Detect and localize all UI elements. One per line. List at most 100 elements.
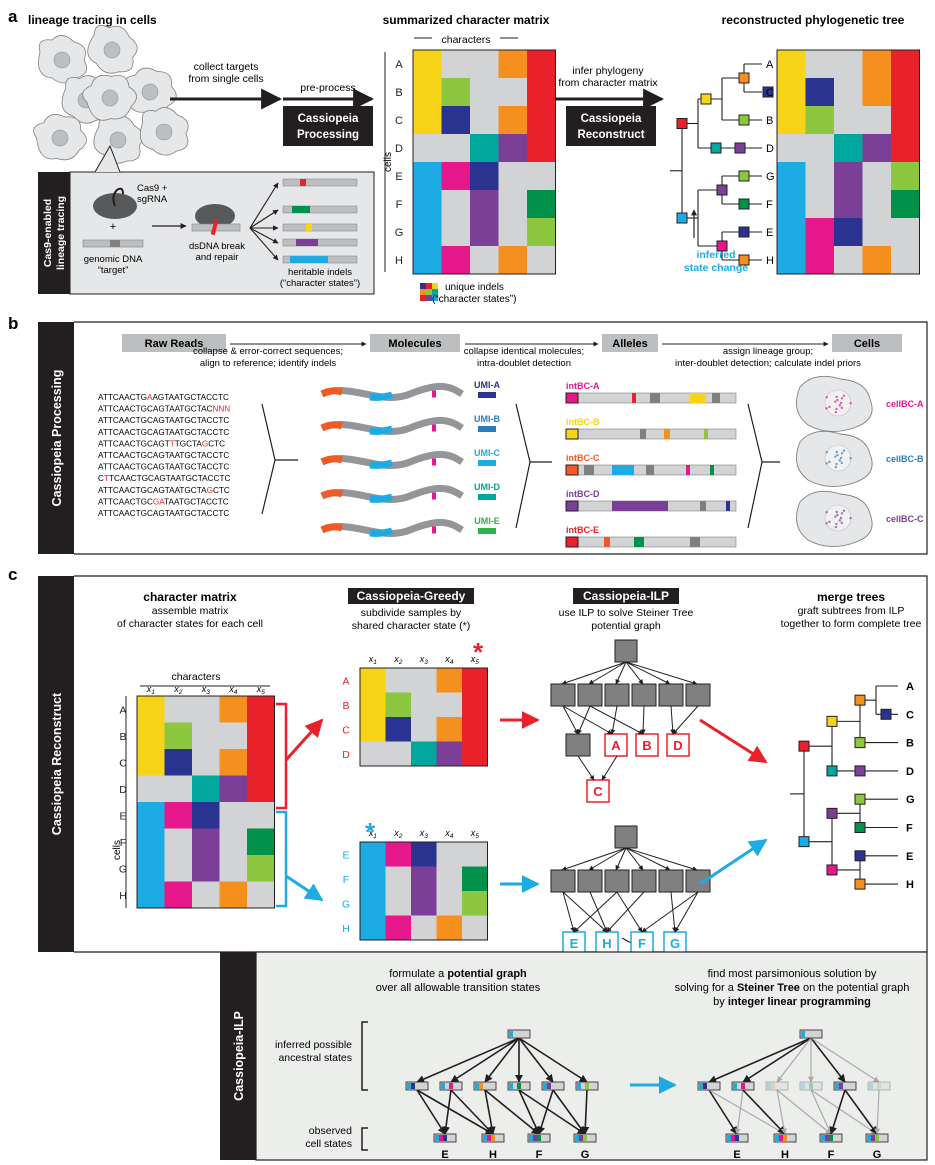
pre-process-label: pre-process xyxy=(300,82,355,94)
allele-barcode xyxy=(565,536,579,548)
intbc-label: intBC-E xyxy=(566,525,599,535)
a-matrix2-cell xyxy=(862,218,892,247)
greedy-top-row-label: D xyxy=(342,749,350,761)
a-matrix2-cell xyxy=(777,134,806,163)
cell-dot xyxy=(840,452,844,455)
read-segment: T xyxy=(104,474,109,483)
c-matrix-cell xyxy=(219,775,248,803)
greedy-top-row-label: A xyxy=(342,675,349,687)
intbc-label: intBC-D xyxy=(566,489,600,499)
read-segment: ATTCAACTGCAGTAATGCTA xyxy=(98,486,207,495)
c-col-label: x3 xyxy=(201,684,211,696)
legend-swatch xyxy=(420,289,426,295)
ilp-node xyxy=(614,639,638,663)
ilp-ancestral xyxy=(541,1081,565,1091)
greedy-bottom-cell xyxy=(411,842,437,867)
cell-nucleus xyxy=(101,89,119,107)
heritable-label-2: (“character states”) xyxy=(280,278,360,289)
greedy-top-cell xyxy=(436,668,463,693)
ilp-observed-seg xyxy=(829,1135,833,1141)
ilp-observed-seg xyxy=(875,1135,879,1141)
inferred-label-1: inferred xyxy=(696,249,735,261)
ilp-ancestral-body xyxy=(473,1081,497,1091)
infer-label-1: infer phylogeny xyxy=(572,65,644,77)
indel-target xyxy=(282,205,358,214)
molecule xyxy=(320,485,464,503)
a-matrix-cell xyxy=(413,134,442,163)
ilp-inset-edge xyxy=(810,1037,846,1083)
read-segment: ATTCAACTG xyxy=(98,393,147,402)
cellbc-label: cellBC-B xyxy=(886,454,924,464)
ilp-observed-seg xyxy=(727,1135,731,1141)
ilp-observed xyxy=(725,1133,749,1143)
ilp-inset-edge xyxy=(776,1089,832,1135)
ilp-root xyxy=(507,1029,531,1039)
merged-node xyxy=(854,878,866,890)
cell-dot xyxy=(839,401,843,405)
umi-bar xyxy=(478,392,496,398)
greedy-bottom-cell xyxy=(462,915,488,941)
greedy-top-cell xyxy=(436,692,463,718)
ilp-observed xyxy=(433,1133,457,1143)
ilp-node xyxy=(631,869,657,893)
a-matrix2-cell xyxy=(834,50,863,79)
c-matrix-cell xyxy=(219,722,248,750)
a-matrix2-cell xyxy=(862,162,892,191)
cell-dot xyxy=(825,407,828,410)
read-segment: G xyxy=(202,439,208,448)
greedy-col-label: x1 xyxy=(368,828,378,840)
molecule-indel xyxy=(369,425,393,435)
greedy-top-cell xyxy=(462,717,488,742)
greedy-bottom-row-label: G xyxy=(342,898,350,910)
genomic-dna-label: genomic DNA xyxy=(84,254,143,265)
read-segment: CTC xyxy=(213,486,230,495)
c-matrix-cell xyxy=(137,722,165,750)
c-matrix-cell xyxy=(192,828,220,856)
a-matrix-cell xyxy=(527,190,556,219)
read-line: CTTCAACTGCAGTAATGCTACCTC xyxy=(98,474,230,483)
ilp-inset-edge xyxy=(416,1089,446,1135)
blue-bracket xyxy=(276,810,288,908)
greedy-bottom-cell xyxy=(360,915,386,941)
a-matrix-cell xyxy=(470,162,499,191)
col-var: x xyxy=(393,828,399,838)
a-matrix2-cell xyxy=(862,50,892,79)
ilp-observed-seg xyxy=(529,1135,533,1141)
inset-label-1: Cas9-enabled xyxy=(42,199,54,267)
c-col-label: x2 xyxy=(173,684,183,696)
cells-label: cells xyxy=(383,152,394,172)
a-matrix-cell xyxy=(470,106,499,135)
ilp-ancestral xyxy=(473,1081,497,1091)
tree-node xyxy=(716,240,728,252)
read-line: ATTCAACTGCAGTAATGCTAGCTC xyxy=(98,486,230,495)
cell-dot xyxy=(834,455,837,458)
c-matrix-cell xyxy=(219,802,248,829)
molecule-indel xyxy=(369,527,393,537)
c-matrix-cell xyxy=(164,696,193,723)
allele-bar xyxy=(565,536,737,548)
a-matrix2-cell xyxy=(862,106,892,135)
fan-arrow xyxy=(249,182,279,229)
cell-dot xyxy=(825,396,828,399)
a-matrix-cell xyxy=(441,50,471,79)
heritable-label-1: heritable indels xyxy=(288,267,352,278)
c-matrix-cell xyxy=(137,749,165,776)
c-matrix-cell xyxy=(219,696,248,723)
solution-label-3: by integer linear programming xyxy=(713,996,871,1008)
ilp-edge xyxy=(625,661,671,685)
ilp-observed-seg xyxy=(537,1135,541,1141)
merged-node xyxy=(826,864,838,876)
greedy-bottom-row-label: H xyxy=(342,923,350,935)
solution-label-2: solving for a Steiner Tree on the potent… xyxy=(675,982,910,994)
ilp-node xyxy=(565,733,591,757)
merged-leaf-label: H xyxy=(906,879,914,891)
c-matrix-cell xyxy=(137,828,165,856)
ilp-inset-edge xyxy=(518,1089,540,1135)
ilp-inset-edge xyxy=(450,1089,494,1135)
allele-barcode xyxy=(565,464,579,476)
